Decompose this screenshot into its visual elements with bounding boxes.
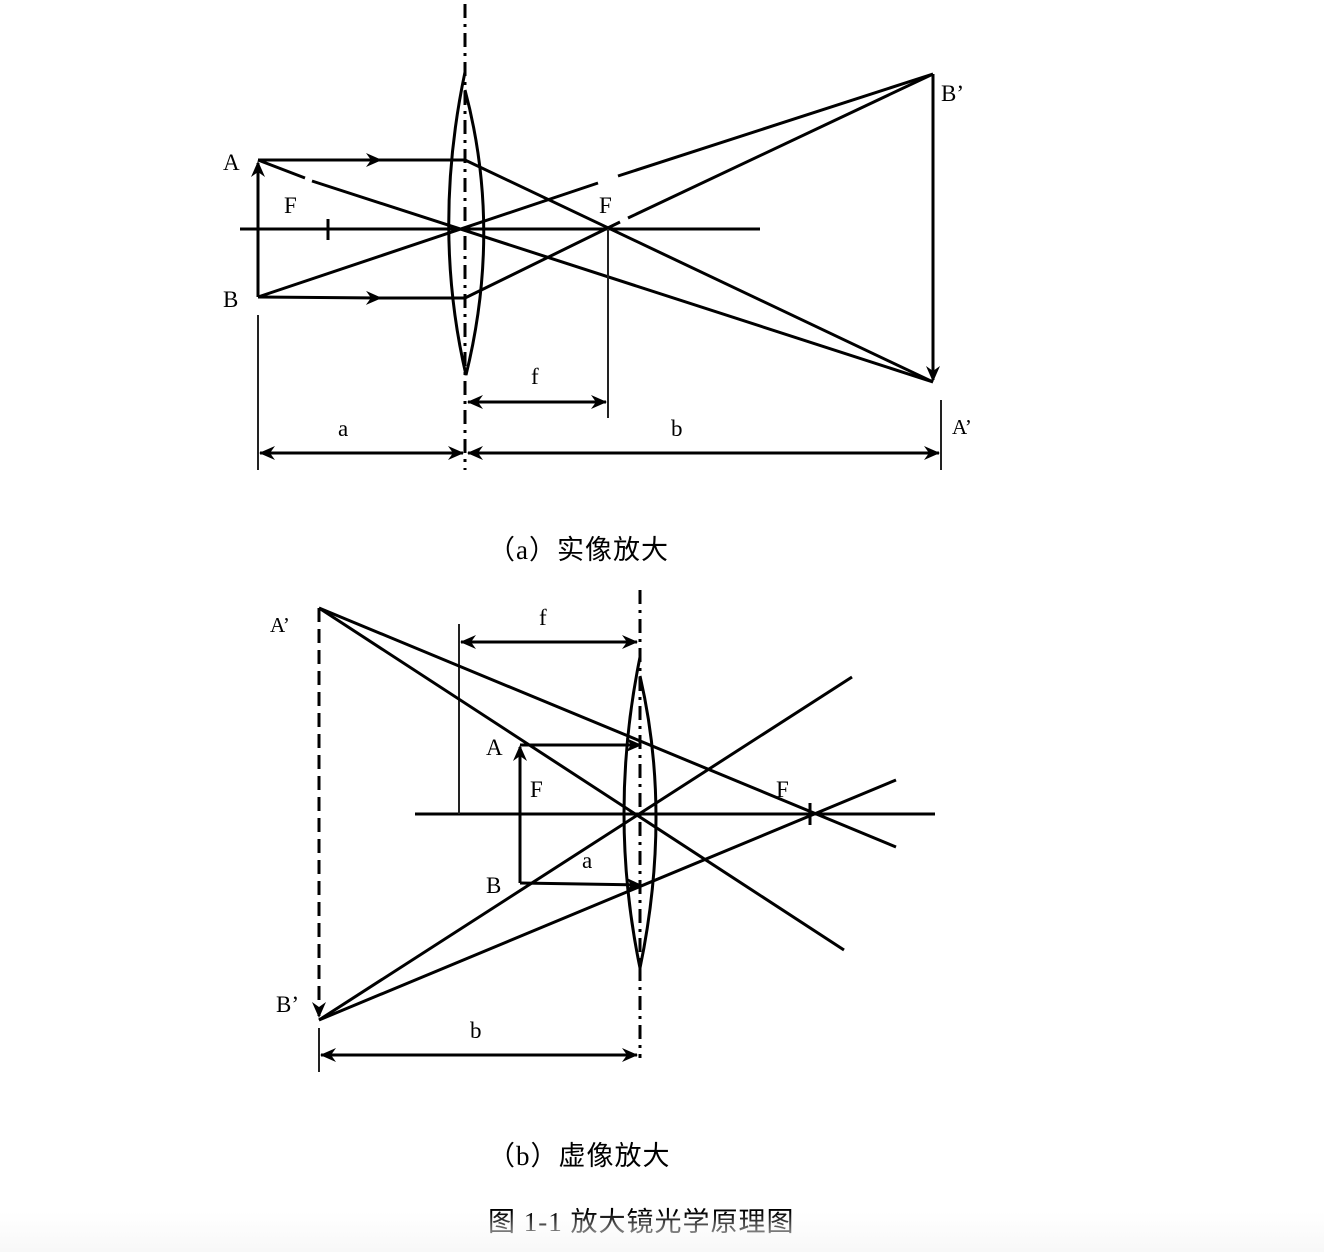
label-b-image-distance: b [470,1018,482,1043]
ray-a-center-1 [257,158,306,180]
label-b-object-bottom: B [486,873,501,898]
label-a-object-top: A [223,150,240,175]
ray-b-virtual-center [318,675,853,1022]
label-a-focal-right: F [599,193,612,218]
label-b-object-distance: a [582,848,592,873]
ray-a-refracted [464,158,934,384]
label-a-object-bottom: B [223,287,238,312]
panel-b-virtual-image: A’ B’ A B F F f a b [270,590,935,1072]
panel-a-real-image: A B F F B’ A’ f a b [223,4,972,470]
label-b-image-top: A’ [270,613,290,637]
ray-b-refracted-2 [627,72,934,220]
label-a-focal-left: F [284,193,297,218]
label-b-object-top: A [486,735,503,760]
ray-b-virtual-parallel [318,778,897,1022]
convex-lens [447,71,486,376]
ray-a-virtual-center [318,606,845,952]
label-a-image-distance: b [671,416,683,441]
label-a-image-bottom: A’ [952,415,972,439]
ray-b-refracted-1 [464,220,621,300]
figure-title: 图 1-1 放大镜光学原理图 [488,1207,795,1237]
ray-a-virtual-parallel [318,606,897,849]
label-a-focal-length: f [531,364,539,389]
caption-panel-a: （a）实像放大 [488,535,669,565]
convex-lens [622,656,658,969]
ray-a-center-2 [311,179,934,384]
ray-b-parallel [519,877,642,892]
label-b-focal-left: F [530,777,543,802]
label-b-focal-length: f [539,605,547,630]
label-a-image-top: B’ [941,81,964,106]
ray-b-center-1 [257,181,599,299]
label-b-image-bottom: B’ [276,992,299,1017]
label-a-object-distance: a [338,416,348,441]
ray-b-center-2 [617,72,934,178]
caption-panel-b: （b）虚像放大 [488,1141,671,1171]
ray-b-parallel [257,290,382,305]
label-b-focal-right: F [776,777,789,802]
